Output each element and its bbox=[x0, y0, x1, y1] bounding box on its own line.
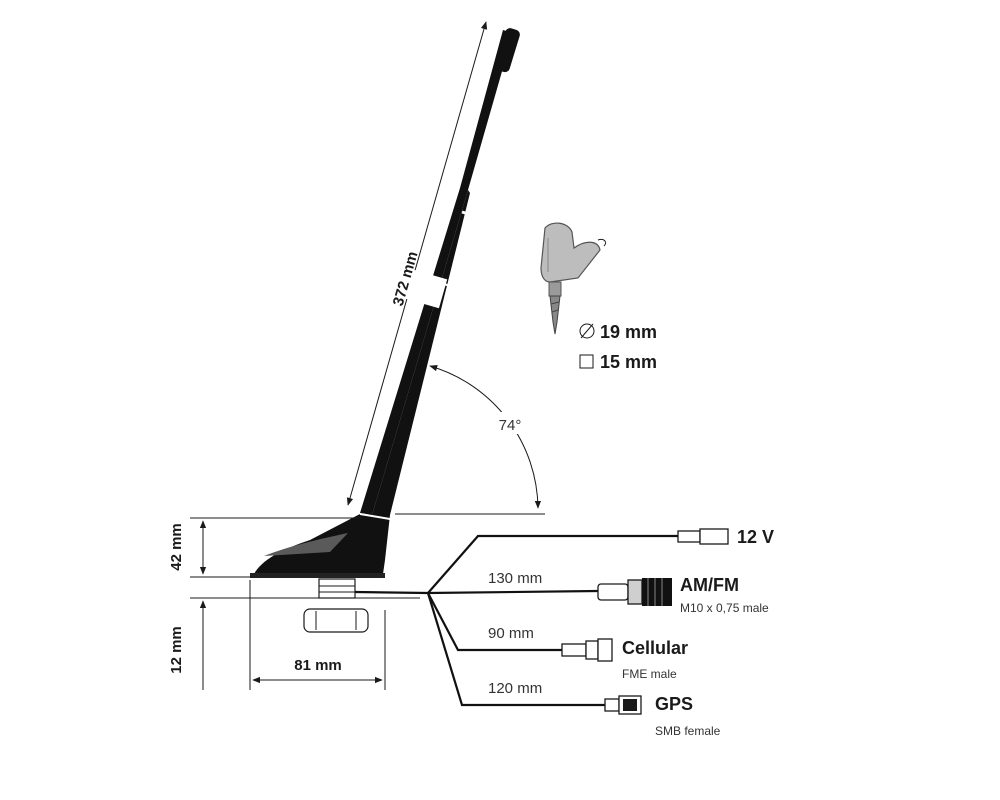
gps-label: GPS bbox=[655, 694, 693, 714]
power-connector bbox=[677, 528, 729, 545]
drill-illustration bbox=[540, 222, 607, 335]
antenna-base bbox=[250, 513, 391, 578]
mount-height-label: 12 mm bbox=[168, 626, 185, 674]
base-width-label: 81 mm bbox=[294, 657, 342, 674]
cellular-connector bbox=[561, 638, 613, 662]
amfm-length-label: 130 mm bbox=[488, 570, 542, 587]
mast-length-dimension: 372 mm bbox=[342, 21, 488, 506]
cellular-label: Cellular bbox=[622, 638, 688, 658]
cable-bundle bbox=[354, 534, 678, 707]
amfm-connector-label: M10 x 0,75 male bbox=[680, 601, 769, 615]
mount-stud bbox=[318, 578, 356, 599]
amfm-connector bbox=[597, 578, 672, 606]
cellular-connector-label: FME male bbox=[622, 667, 677, 681]
gps-connector bbox=[604, 695, 642, 715]
gps-length-label: 120 mm bbox=[488, 680, 542, 697]
square-hole-label: 15 mm bbox=[600, 352, 657, 372]
angle-label: 74° bbox=[499, 417, 522, 434]
angle-dimension: 74° bbox=[395, 364, 545, 515]
gps-connector-label: SMB female bbox=[655, 724, 721, 738]
base-height-label: 42 mm bbox=[168, 523, 185, 571]
square-hole-symbol bbox=[579, 354, 594, 369]
mount-nut bbox=[303, 608, 369, 633]
round-hole-label: 19 mm bbox=[600, 322, 657, 342]
mount-height-dimension: 12 mm bbox=[168, 600, 207, 690]
round-hole-symbol bbox=[579, 323, 595, 339]
base-height-dimension: 42 mm bbox=[168, 517, 362, 575]
amfm-label: AM/FM bbox=[680, 575, 739, 595]
power-label: 12 V bbox=[737, 527, 774, 547]
base-width-dimension: 81 mm bbox=[249, 580, 386, 690]
cellular-length-label: 90 mm bbox=[488, 625, 534, 642]
